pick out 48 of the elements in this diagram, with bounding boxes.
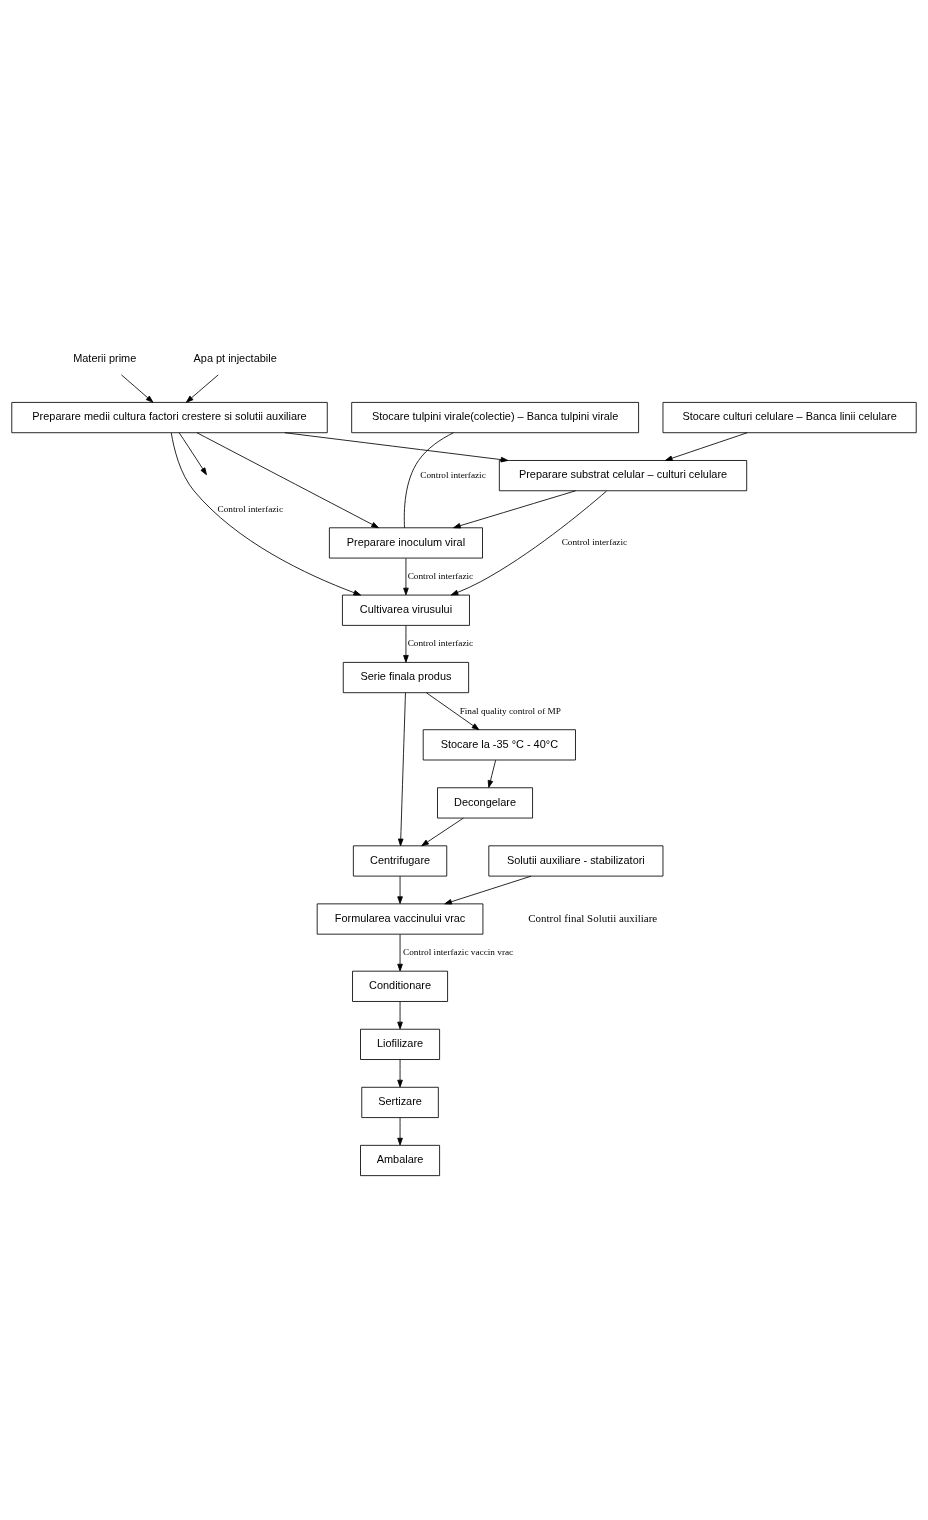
node-box: Centrifugare bbox=[352, 845, 448, 877]
arrow bbox=[403, 557, 409, 596]
arrow bbox=[178, 432, 207, 476]
arrow bbox=[121, 374, 154, 403]
arrow bbox=[421, 817, 464, 847]
node-box: Sertizare bbox=[361, 1086, 439, 1118]
node-box: Solutii auxiliare - stabilizatori bbox=[488, 845, 664, 877]
arrow bbox=[397, 875, 403, 904]
arrow bbox=[397, 1117, 403, 1146]
node-box: Liofilizare bbox=[360, 1028, 441, 1060]
edge-label: Control interfazic bbox=[420, 469, 486, 480]
node-box: Ambalare bbox=[360, 1144, 441, 1177]
node-box: Stocare culturi celulare – Banca linii celulare bbox=[662, 402, 917, 434]
node-box: Stocare tulpini virale(colectie) – Banca tulpini virale bbox=[351, 402, 639, 434]
arrow bbox=[284, 432, 509, 463]
edge-label: Control interfazic bbox=[561, 537, 628, 548]
arrow bbox=[196, 432, 379, 529]
edge-label: Control interfazic bbox=[217, 503, 284, 514]
node-box: Preparare inoculum viral bbox=[328, 527, 483, 559]
arrow bbox=[453, 490, 577, 529]
node-box: Stocare la -35 °C - 40°C bbox=[422, 729, 576, 761]
arrow bbox=[450, 490, 607, 596]
arrow bbox=[444, 875, 532, 905]
connector bbox=[403, 432, 454, 529]
arrow bbox=[397, 934, 403, 972]
node-box: Cultivarea virusului bbox=[342, 594, 470, 626]
node-box: Decongelare bbox=[437, 787, 533, 819]
arrow bbox=[426, 692, 480, 731]
arrow bbox=[170, 432, 362, 596]
node-box: Serie finala produs bbox=[342, 662, 470, 694]
arrow bbox=[487, 759, 497, 788]
arrow bbox=[403, 625, 409, 663]
label: Control final Solutii auxiliare bbox=[528, 911, 658, 924]
arrow bbox=[397, 1059, 403, 1088]
edge-label: Final quality control of MP bbox=[459, 705, 561, 716]
node-box: Preparare substrat celular – culturi celulare bbox=[498, 460, 748, 492]
node-text: Materii prime bbox=[73, 352, 137, 365]
node-box: Formularea vaccinului vrac bbox=[316, 903, 484, 935]
node-box: Preparare medii cultura factori crestere si solutii auxiliare bbox=[11, 402, 328, 434]
arrow bbox=[397, 692, 406, 847]
arrow bbox=[397, 1001, 403, 1030]
edge-label: Control interfazic bbox=[407, 638, 474, 649]
node-box: Conditionare bbox=[352, 970, 448, 1002]
edge-label: Control interfazic bbox=[407, 570, 474, 581]
arrow bbox=[185, 374, 219, 403]
node-text: Apa pt injectabile bbox=[193, 352, 277, 365]
edge-label: Control interfazic vaccin vrac bbox=[403, 947, 514, 958]
arrow bbox=[665, 432, 748, 461]
